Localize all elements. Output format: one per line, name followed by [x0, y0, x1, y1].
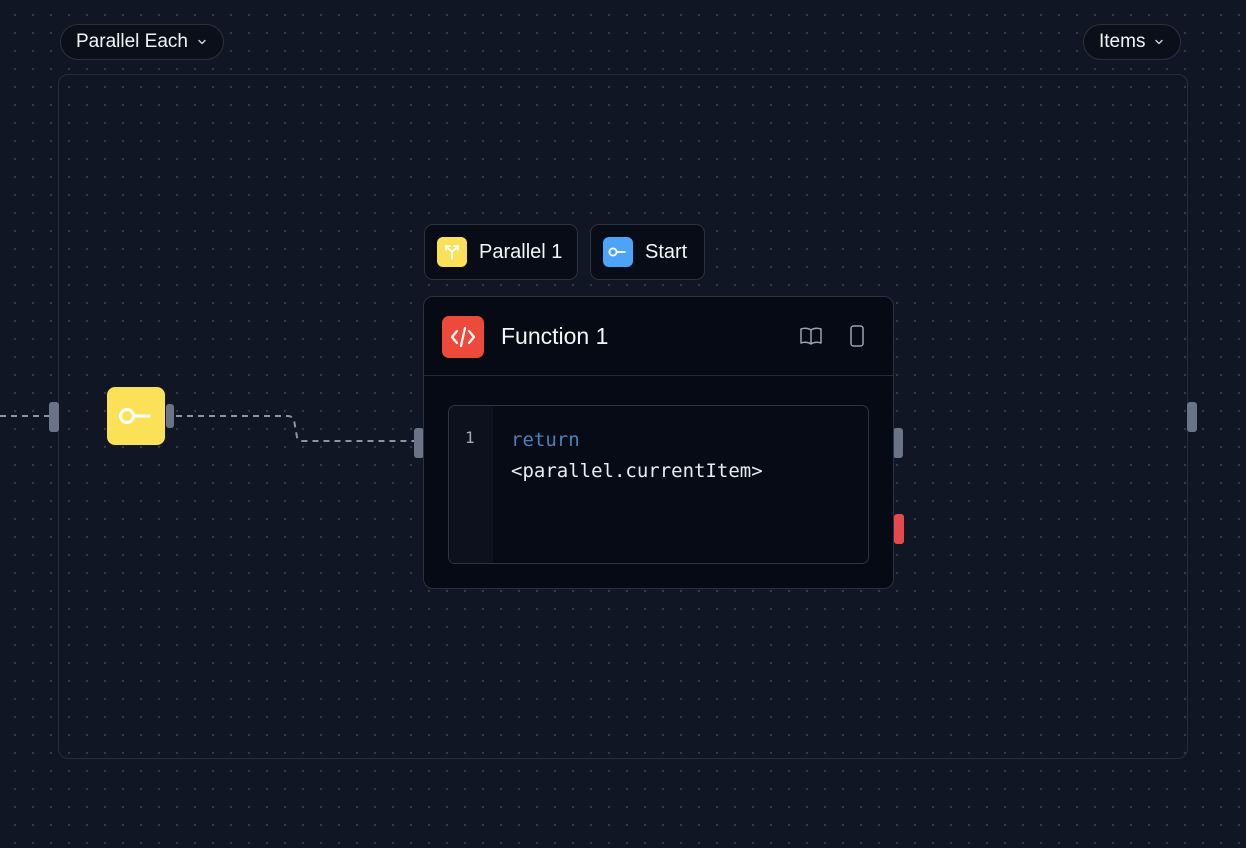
- loop-output-handle[interactable]: [1187, 402, 1197, 432]
- code-icon: [442, 316, 484, 358]
- loop-start-node[interactable]: [107, 387, 165, 445]
- code-editor[interactable]: 1 return <parallel.currentItem>: [448, 405, 869, 564]
- loop-input-handle[interactable]: [49, 402, 59, 432]
- parallel-tag-label: Parallel 1: [479, 240, 563, 263]
- chevron-down-icon: [196, 36, 208, 48]
- code-expression: <parallel.currentItem>: [511, 460, 763, 482]
- start-tag[interactable]: Start: [590, 224, 705, 280]
- code-keyword: return: [511, 429, 580, 451]
- start-node-output-handle[interactable]: [166, 404, 174, 428]
- split-arrows-icon: [437, 237, 467, 267]
- start-tag-label: Start: [645, 240, 688, 263]
- code-content[interactable]: return <parallel.currentItem>: [511, 425, 841, 487]
- loop-type-dropdown[interactable]: Parallel Each: [60, 24, 224, 60]
- function-block-header[interactable]: Function 1: [424, 297, 893, 376]
- function-block[interactable]: Function 1 1 return <parallel.currentIte…: [423, 296, 894, 589]
- function-input-handle[interactable]: [414, 428, 424, 458]
- loop-mode-label: Items: [1099, 31, 1146, 52]
- start-key-icon: [118, 406, 154, 426]
- line-number: 1: [465, 428, 475, 447]
- function-block-title: Function 1: [501, 323, 609, 349]
- function-output-handle[interactable]: [893, 428, 903, 458]
- chevron-down-icon: [1153, 36, 1165, 48]
- start-to-function-edge: [176, 415, 414, 442]
- line-number-gutter: 1: [449, 406, 493, 563]
- start-key-icon: [603, 237, 633, 267]
- book-open-icon[interactable]: [798, 323, 824, 349]
- rectangle-vertical-icon[interactable]: [844, 323, 870, 349]
- parallel-tag[interactable]: Parallel 1: [424, 224, 578, 280]
- loop-mode-dropdown[interactable]: Items: [1083, 24, 1182, 60]
- loop-type-label: Parallel Each: [76, 31, 188, 52]
- function-error-handle[interactable]: [894, 514, 904, 544]
